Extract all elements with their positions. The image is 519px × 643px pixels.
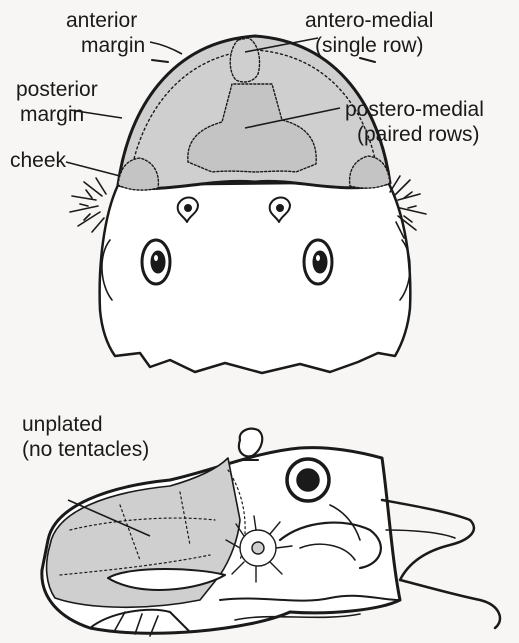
label-posterior-margin-line1: posterior	[16, 77, 98, 102]
label-posterior-margin-line2: margin	[16, 102, 98, 127]
label-cheek: cheek	[10, 148, 66, 173]
label-antero-medial-line1: antero-medial	[305, 8, 433, 33]
eye-right	[304, 240, 332, 284]
label-anterior-margin: anterior margin	[66, 8, 145, 58]
nostril-side	[239, 429, 262, 457]
label-postero-medial-line1: postero-medial	[345, 97, 484, 122]
antero-medial-plate	[230, 38, 259, 82]
label-unplated: unplated (no tentacles)	[22, 412, 149, 462]
label-antero-medial-line2: (single row)	[305, 33, 433, 58]
eye-left	[142, 240, 170, 284]
label-unplated-line2: (no tentacles)	[22, 437, 149, 462]
label-antero-medial: antero-medial (single row)	[305, 8, 433, 58]
label-cheek-line1: cheek	[10, 148, 66, 173]
dorsal-head-view	[70, 36, 426, 373]
label-anterior-margin-line1: anterior	[66, 8, 145, 33]
pectoral-fin	[382, 500, 500, 628]
tentacle-tuft-left	[70, 178, 106, 232]
label-unplated-line1: unplated	[22, 412, 149, 437]
label-postero-medial: postero-medial (paired rows)	[345, 97, 484, 147]
label-postero-medial-line2: (paired rows)	[345, 122, 484, 147]
eye-side	[287, 459, 329, 501]
label-anterior-margin-line2: margin	[66, 33, 145, 58]
label-posterior-margin: posterior margin	[16, 77, 98, 127]
